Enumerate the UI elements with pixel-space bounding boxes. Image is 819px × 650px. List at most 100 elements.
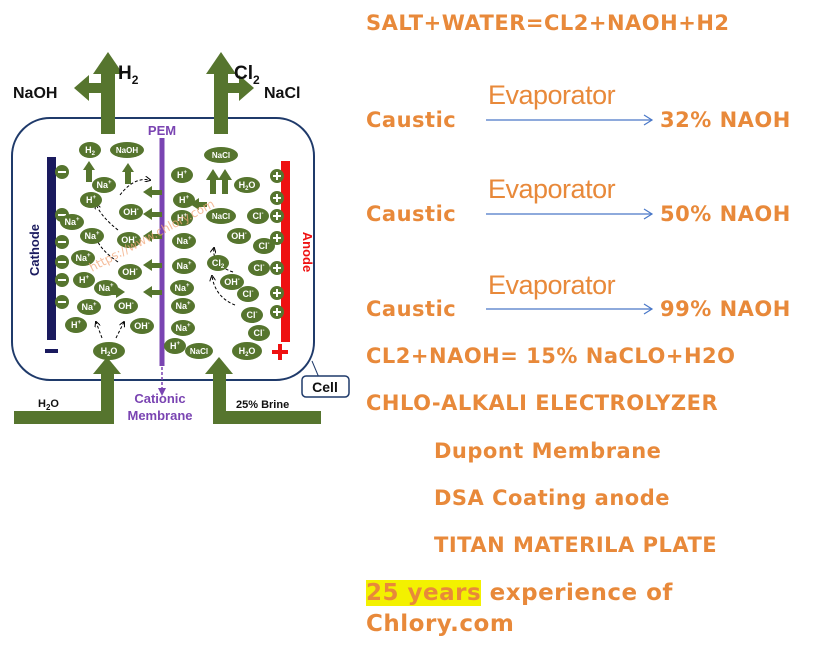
molecule-bubble [94, 280, 118, 296]
experience-site: Chlory.com [366, 611, 515, 637]
molecule-label: H2O [239, 180, 256, 192]
molecule-bubble [204, 147, 238, 163]
molecule-bubble [117, 232, 141, 248]
molecule-bubble [237, 286, 259, 302]
molecule-label: Cl- [243, 289, 254, 299]
h2-outlet-label: H [118, 63, 132, 84]
molecule-label: H2O [101, 346, 118, 358]
molecule-bubble [80, 228, 104, 244]
step-input: Caustic [366, 108, 457, 132]
molecule-bubble [73, 272, 95, 288]
molecule-bubble [253, 238, 275, 254]
molecule-label: Cl- [259, 241, 270, 251]
molecule-label: Na+ [174, 283, 190, 293]
molecule-label: OH- [122, 267, 138, 277]
molecule-bubble [171, 298, 195, 314]
naoh-outlet-label: NaOH [13, 85, 57, 102]
cl2-outlet-label: Cl [234, 63, 253, 84]
pem-label: PEM [148, 123, 176, 138]
molecule-label: Na+ [176, 261, 192, 271]
feature-plate: TITAN MATERILA PLATE [434, 533, 718, 557]
h2-outlet-sub: 2 [132, 73, 139, 87]
molecule-label: OH- [134, 321, 150, 331]
anode-label: Anode [300, 232, 315, 272]
molecule-bubble [93, 342, 125, 360]
molecule-label: Na+ [175, 323, 191, 333]
inlet-arrows [14, 357, 321, 424]
molecule-bubble [80, 192, 102, 208]
molecule-bubble [77, 299, 101, 315]
molecule-bubble [172, 233, 196, 249]
molecule-label: NaCl [212, 151, 230, 160]
anode-plus-sign [272, 344, 288, 360]
h2o-inlet-label: H [38, 398, 46, 410]
molecule-label: Cl- [247, 310, 258, 320]
cl2-outlet-sub: 2 [253, 73, 260, 87]
anode-bar [281, 161, 290, 342]
molecule-bubble [79, 142, 101, 158]
feature-membrane: Dupont Membrane [434, 439, 662, 463]
molecule-label: Na+ [81, 302, 97, 312]
molecule-label: Na+ [98, 283, 114, 293]
molecule-label: Cl- [253, 211, 264, 221]
electrolyzer-diagram: H2 Cl2 NaOH NaCl H2O 25% Brine Cell PEM … [11, 52, 350, 424]
molecule-bubble [220, 274, 244, 290]
cathode-label: Cathode [27, 224, 42, 276]
equation: SALT+WATER=CL2+NAOH+H2 [366, 11, 730, 35]
molecule-label: H+ [86, 195, 97, 205]
molecule-label: OH- [231, 231, 247, 241]
h2o-inlet-sub: 2 [46, 403, 51, 412]
molecule-bubble [172, 258, 196, 274]
svg-text:Cl2: Cl2 [234, 63, 260, 87]
molecule-bubble [227, 228, 251, 244]
molecule-label: H2 [85, 145, 96, 157]
step-process: Evaporator [488, 80, 616, 110]
molecule-bubble [114, 298, 138, 314]
cathode-charges [55, 165, 69, 309]
molecule-label: H+ [177, 213, 188, 223]
product-title: CHLO-ALKALI ELECTROLYZER [366, 391, 719, 415]
step-output: 99% NAOH [660, 297, 791, 321]
molecule-label: H+ [79, 275, 90, 285]
molecule-bubble [173, 192, 195, 208]
molecule-label: H+ [179, 195, 190, 205]
h2o-inlet-end: O [50, 398, 59, 410]
cathode-bar [47, 157, 56, 340]
brine-inlet-label: 25% Brine [236, 399, 289, 411]
svg-text:H2: H2 [118, 63, 139, 87]
molecule-label: OH- [118, 301, 134, 311]
step-input: Caustic [366, 297, 457, 321]
molecule-label: OH- [224, 277, 240, 287]
molecule-label: NaOH [116, 146, 138, 155]
molecule-bubble [119, 204, 143, 220]
molecule-bubble [65, 317, 87, 333]
molecule-label: Na+ [96, 180, 112, 190]
hypochlorite-equation: CL2+NAOH= 15% NaCLO+H2O [366, 344, 736, 368]
molecule-bubble [171, 167, 193, 183]
molecule-label: OH- [123, 207, 139, 217]
step-input: Caustic [366, 202, 457, 226]
molecule-label: Cl- [254, 328, 265, 338]
molecule-bubble [248, 260, 270, 276]
molecule-label: H2O [239, 346, 256, 358]
molecule-label: Na+ [175, 301, 191, 311]
experience-rest: experience of [481, 580, 673, 606]
molecule-bubble [206, 208, 236, 224]
molecule-label: H+ [177, 170, 188, 180]
nacl-outlet-label: NaCl [264, 85, 300, 102]
cathode-minus-sign [45, 349, 58, 353]
molecule-bubble [171, 320, 195, 336]
molecule-bubble [170, 280, 194, 296]
molecule-bubble [171, 210, 193, 226]
molecule-label: Cl- [254, 263, 265, 273]
molecule-bubble [248, 325, 270, 341]
step-output: 50% NAOH [660, 202, 791, 226]
molecule-label: H+ [170, 341, 181, 351]
membrane-label-line2: Membrane [127, 408, 192, 423]
membrane-label-line1: Cationic [134, 391, 185, 406]
molecule-bubble [234, 177, 260, 193]
feature-anode: DSA Coating anode [434, 486, 670, 510]
molecule-bubble [118, 264, 142, 280]
